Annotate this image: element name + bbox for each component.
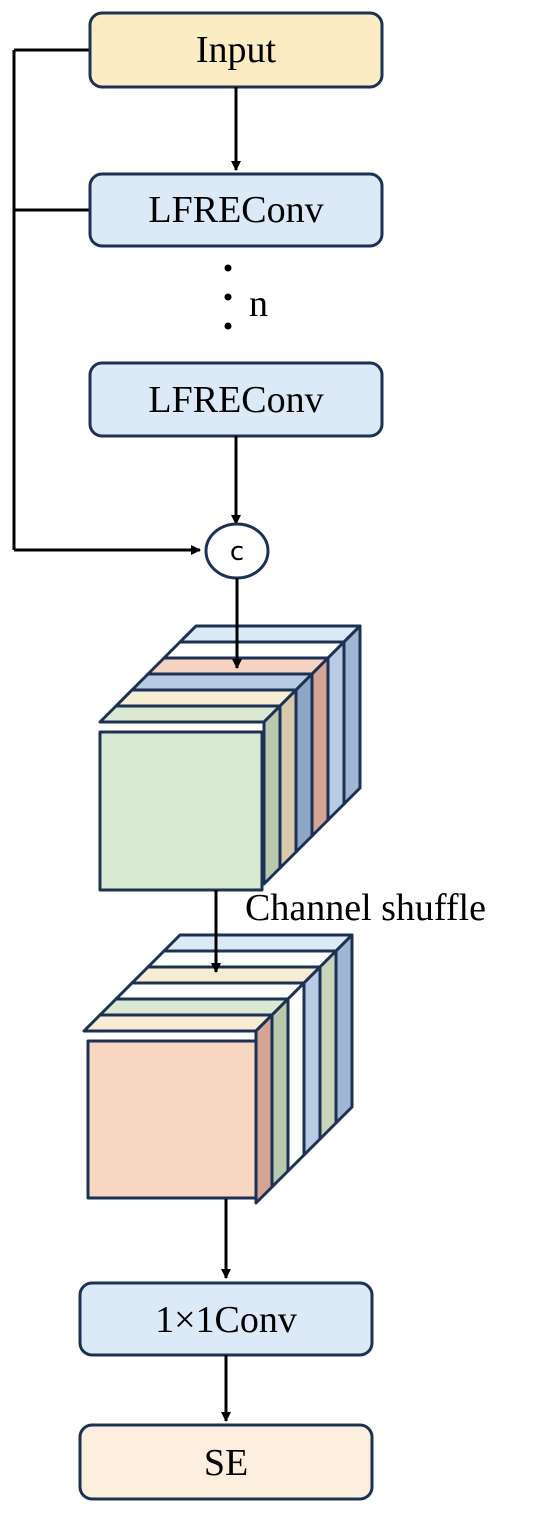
stack1-slice-side bbox=[294, 672, 314, 854]
stack1-slice-side bbox=[310, 656, 330, 838]
stack2-slice-side bbox=[286, 981, 306, 1173]
stack1-slice-top bbox=[114, 688, 298, 708]
lfreconv-top-node: LFREConv bbox=[88, 172, 384, 248]
stack2-front-face bbox=[86, 1039, 258, 1200]
repeat-dot bbox=[224, 293, 232, 301]
repeat-indicator: n bbox=[224, 264, 268, 330]
input-node: Input bbox=[88, 11, 384, 89]
stack2-slice-top bbox=[114, 981, 306, 1001]
lfreconv-top-box bbox=[88, 172, 384, 248]
se-node: SE bbox=[78, 1423, 374, 1501]
repeat-dot bbox=[224, 322, 232, 330]
concat-label: c bbox=[230, 537, 244, 567]
stack1-slice-top bbox=[162, 640, 346, 660]
repeat-dot bbox=[224, 264, 232, 272]
stack1-slice-top bbox=[98, 704, 282, 724]
stack2-slice-top bbox=[130, 965, 322, 985]
input-label: Input bbox=[196, 29, 277, 71]
feature-stack-after-shuffle bbox=[82, 933, 354, 1205]
stack2-slice-top bbox=[146, 949, 338, 969]
stack2-slice-top bbox=[162, 933, 354, 953]
conv1x1-label: 1×1Conv bbox=[155, 1299, 297, 1341]
lfreconv-bottom-label: LFREConv bbox=[148, 379, 323, 421]
stack2-slice-top bbox=[98, 997, 290, 1017]
lfreconv-top-label: LFREConv bbox=[148, 189, 323, 231]
se-box bbox=[78, 1423, 374, 1501]
stack2-slice-side bbox=[270, 997, 290, 1189]
stack2-slice-side bbox=[254, 1013, 274, 1205]
stack1-front-face bbox=[98, 730, 264, 892]
stack1-slice-top bbox=[178, 624, 362, 644]
stack1-slice-top bbox=[130, 672, 314, 692]
stack1-slice-side bbox=[326, 640, 346, 822]
se-label: SE bbox=[204, 1442, 248, 1484]
stack2-slice-side bbox=[318, 949, 338, 1141]
stack1-slice-side bbox=[278, 688, 298, 870]
stack1-slice-side bbox=[262, 704, 282, 886]
repeat-count-label: n bbox=[249, 283, 268, 325]
concat-node: c bbox=[204, 522, 270, 580]
conv1x1-node: 1×1Conv bbox=[78, 1281, 374, 1357]
stack2-slice-side bbox=[302, 965, 322, 1157]
channel-shuffle-label: Channel shuffle bbox=[245, 887, 486, 929]
stack1-slice-side bbox=[342, 624, 362, 806]
lfreconv-bottom-node: LFREConv bbox=[88, 361, 384, 438]
stack2-slice-top bbox=[82, 1013, 274, 1033]
skip-connections bbox=[12, 48, 201, 555]
stack2-slice-side bbox=[334, 933, 354, 1125]
feature-stack-before-shuffle bbox=[98, 624, 362, 892]
